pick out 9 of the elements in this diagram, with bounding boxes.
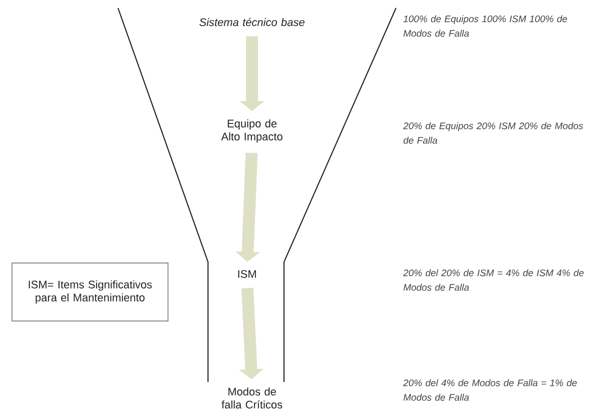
stage-label: Modos de falla Críticos — [222, 387, 282, 409]
stage-label: Equipo de Alto Impacto — [221, 119, 282, 143]
note-text: 20% de Equipos 20% ISM 20% de Modos de Falla — [403, 122, 584, 144]
note-text: 20% del 4% de Modos de Falla = 1% de Modos de Falla — [403, 379, 577, 401]
stage-label: ISM — [238, 270, 256, 278]
note-text: 100% de Equipos 100% ISM 100% de Modos de Falla — [403, 15, 568, 37]
stage-label: Sistema técnico base — [199, 18, 304, 26]
definition-box: ISM= Items Significativos para el Mantenimiento — [12, 262, 168, 322]
note-text: 20% del 20% de ISM = 4% de ISM 4% de Modos de Falla — [403, 269, 584, 291]
